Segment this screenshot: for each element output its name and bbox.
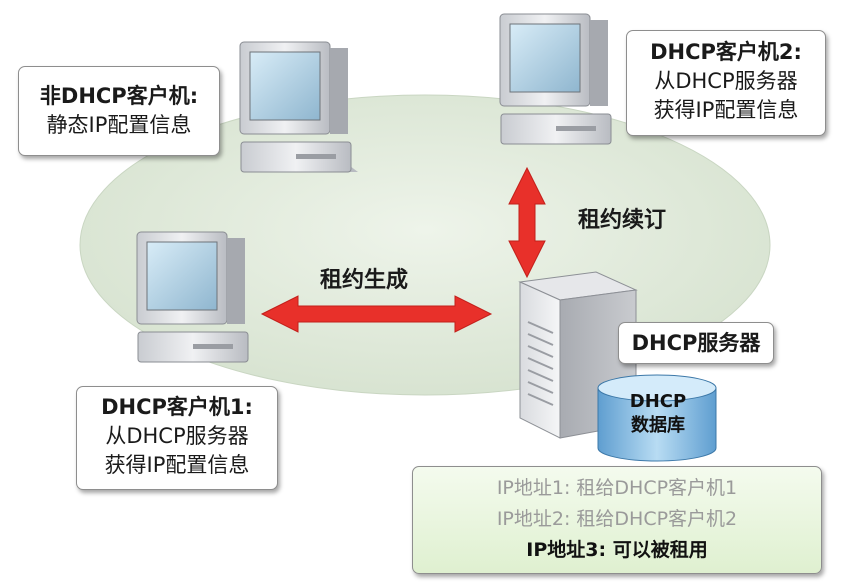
dhcp-client2-label: DHCP客户机2: 从DHCP服务器 获得IP配置信息: [626, 30, 826, 136]
ip-address-table: IP地址1: 租给DHCP客户机1 IP地址2: 租给DHCP客户机2 IP地址…: [412, 466, 822, 574]
dhcp-client2-title: DHCP客户机2:: [650, 40, 802, 64]
non-dhcp-client-desc: 静态IP配置信息: [46, 113, 192, 137]
lease-generation-label: 租约生成: [320, 268, 409, 293]
non-dhcp-client-label: 非DHCP客户机: 静态IP配置信息: [18, 66, 220, 156]
computer-icon-dhcp-client2: [499, 13, 612, 145]
database-label-line1: DHCP: [629, 391, 687, 412]
ip-address-row-1: IP地址1: 租给DHCP客户机1: [496, 477, 738, 499]
ip-address-row-3: IP地址3: 可以被租用: [526, 539, 708, 561]
dhcp-client1-desc-line1: 从DHCP服务器: [105, 424, 249, 448]
database-label-line2: 数据库: [631, 415, 685, 436]
dhcp-client2-desc-line2: 获得IP配置信息: [653, 98, 799, 122]
lease-renewal-label: 租约续订: [578, 208, 667, 233]
dhcp-client1-label: DHCP客户机1: 从DHCP服务器 获得IP配置信息: [76, 386, 278, 490]
computer-icon-dhcp-client1: [136, 231, 249, 363]
computer-icon-non-dhcp: [239, 41, 358, 173]
non-dhcp-client-title: 非DHCP客户机:: [39, 84, 199, 108]
dhcp-server-title: DHCP服务器: [631, 331, 761, 355]
lease-generation-arrow: [260, 295, 493, 333]
database-label: DHCP 数据库: [600, 390, 716, 438]
dhcp-client1-title: DHCP客户机1:: [101, 395, 253, 419]
dhcp-client2-desc-line1: 从DHCP服务器: [654, 69, 798, 93]
dhcp-server-label: DHCP服务器: [618, 322, 774, 364]
dhcp-client1-desc-line2: 获得IP配置信息: [104, 453, 250, 477]
database-icon: [597, 374, 717, 462]
ip-address-row-2: IP地址2: 租给DHCP客户机2: [496, 508, 738, 530]
lease-renewal-arrow: [508, 166, 546, 279]
